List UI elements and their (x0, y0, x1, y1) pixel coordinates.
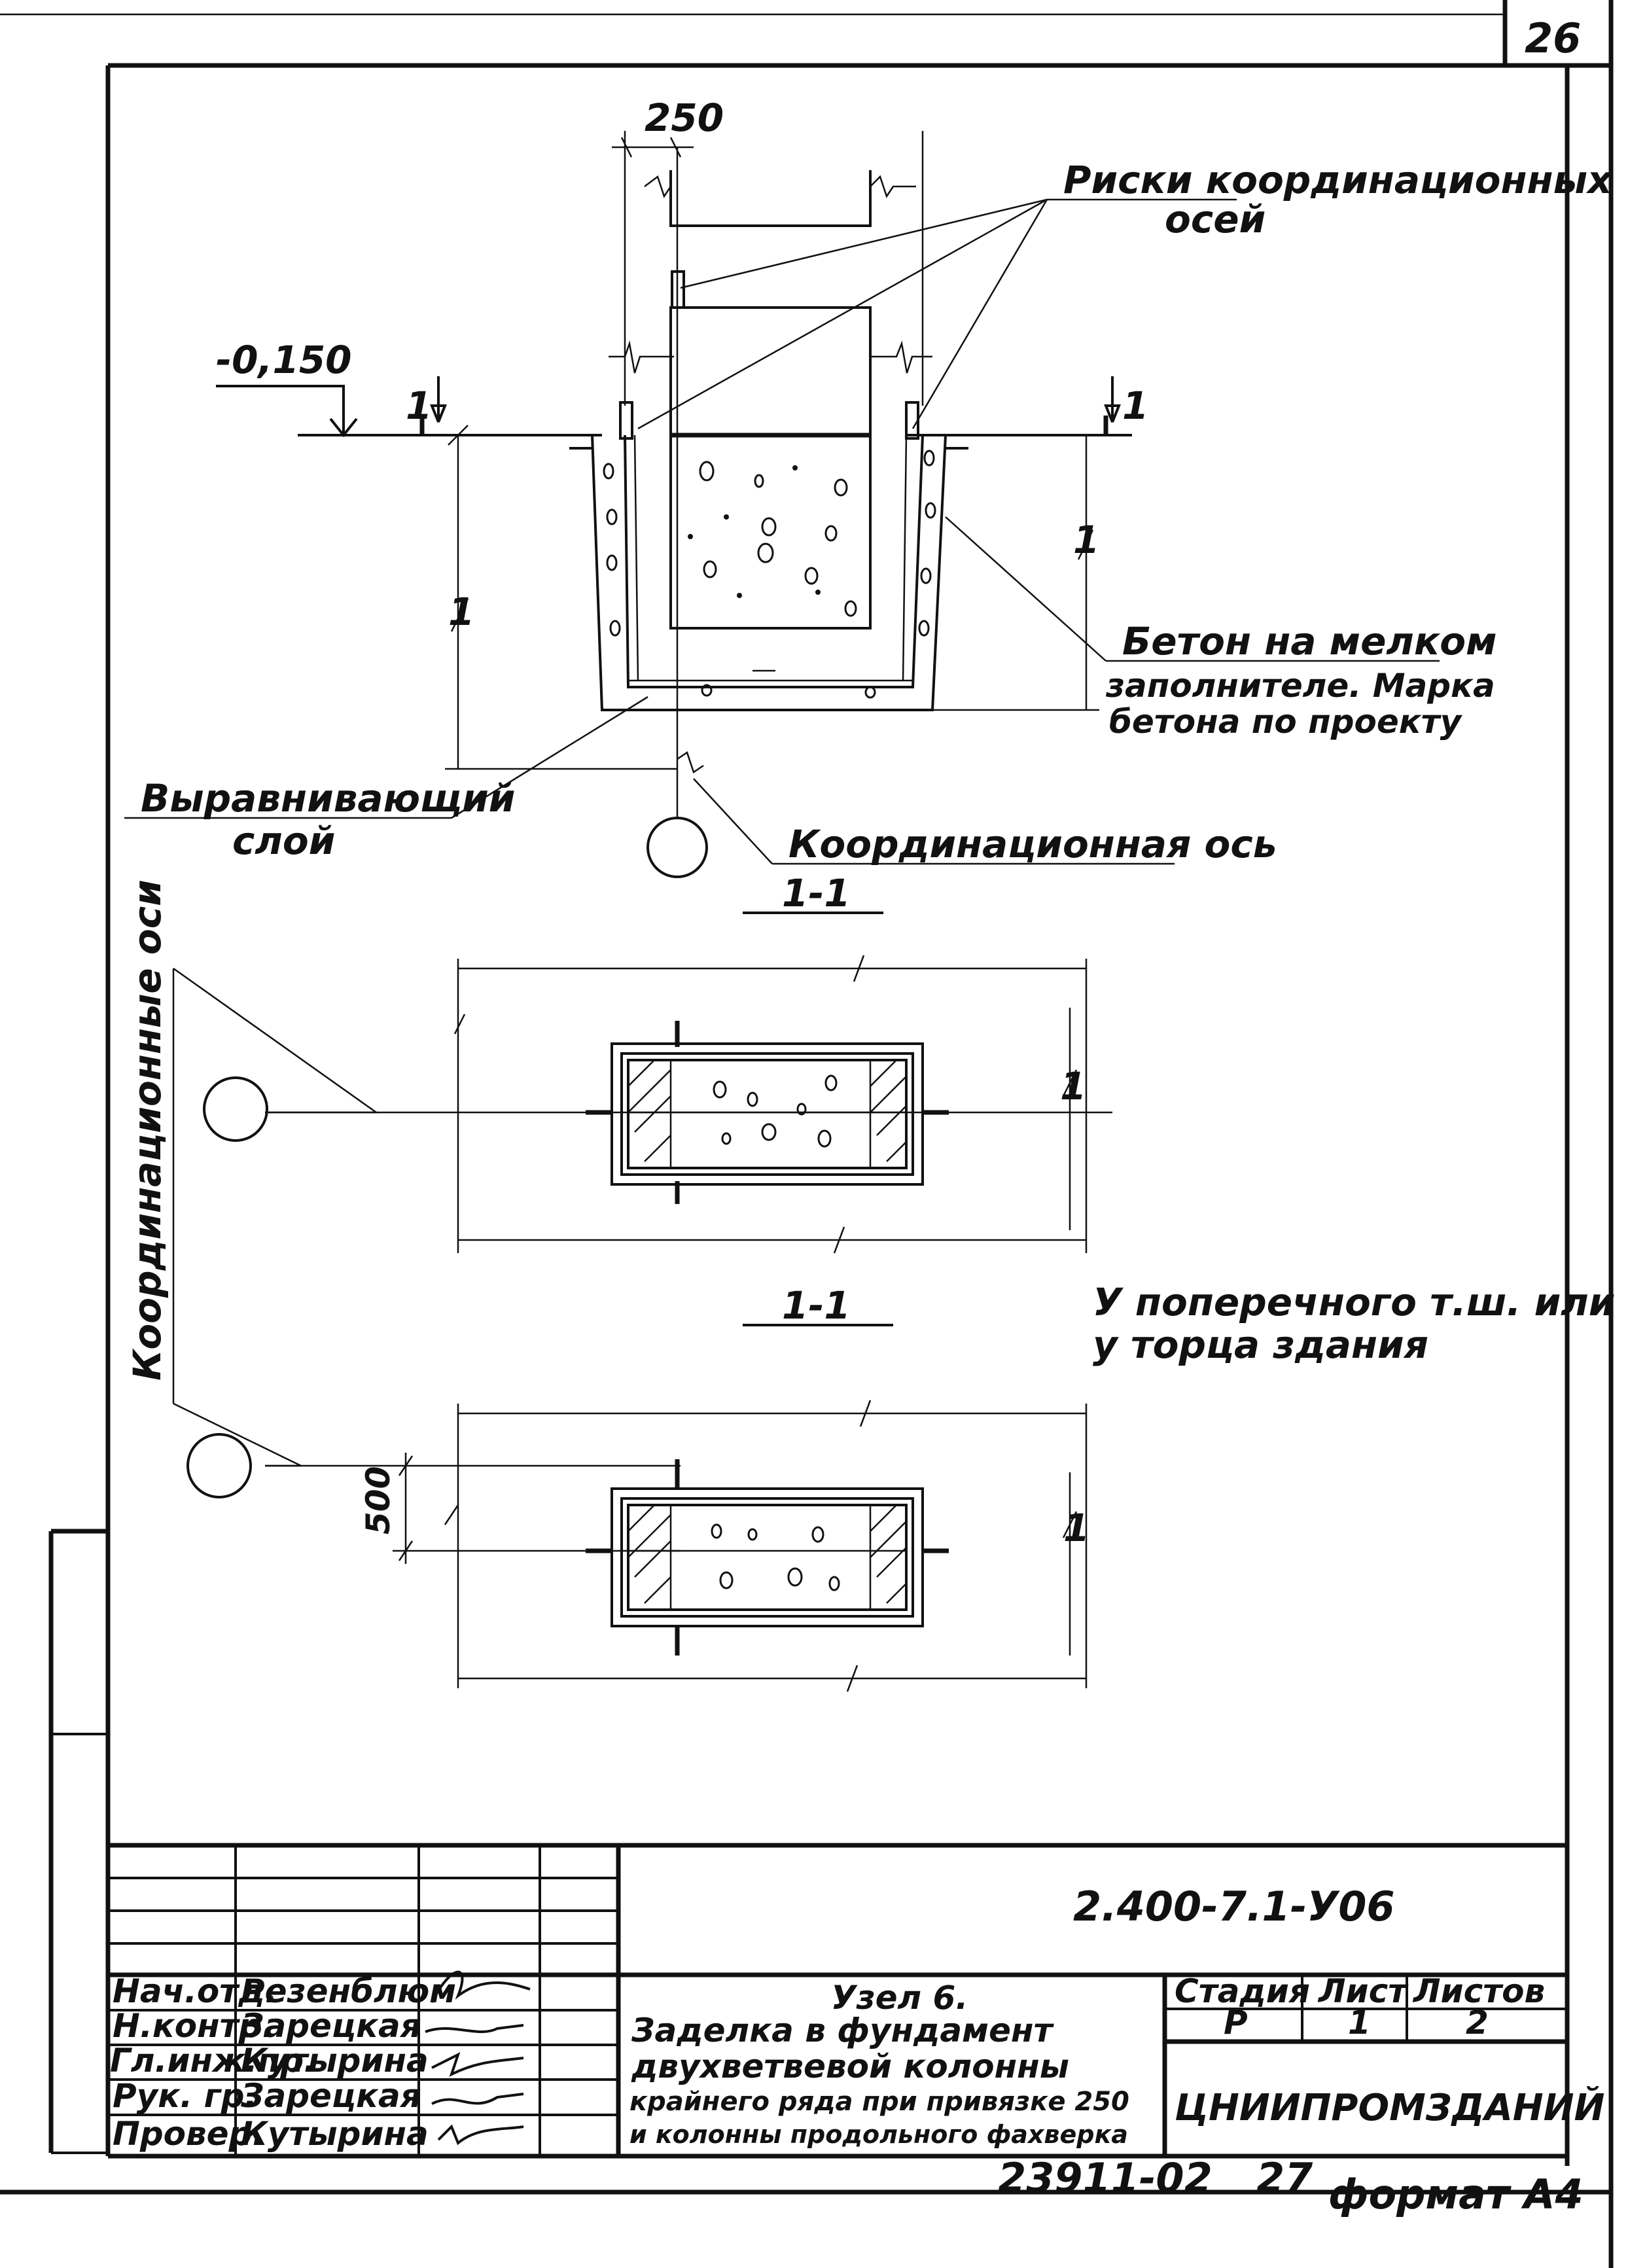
hdr-stage: Стадия (1175, 1972, 1310, 2010)
level-mark: -0,150 (216, 338, 352, 382)
bottom-code: 23911-02 (998, 2154, 1213, 2202)
role-2: Н.контр. (113, 2007, 274, 2045)
role-1: Нач.отд. (113, 1972, 277, 2010)
title-line-1: Узел 6. (831, 1979, 968, 2017)
label-concrete-3: бетона по проекту (1109, 703, 1463, 741)
cut-mark-left: 1 (406, 383, 432, 428)
concrete-fill (603, 450, 936, 699)
plan1-note-1: У поперечного т.ш. или (1093, 1280, 1615, 1324)
plan1-note-2: у торца здания (1093, 1322, 1428, 1367)
plan2-hatch (628, 1504, 907, 1604)
hdr-sheets: Листов (1412, 1972, 1545, 2010)
val-sheets: 2 (1466, 2004, 1489, 2042)
label-concrete-2: заполнителе. Марка (1105, 667, 1495, 705)
name-2: Зарецкая (240, 2007, 421, 2045)
plan-view-1 (265, 912, 1112, 1254)
title-block (108, 1843, 1567, 2159)
plan1-hatch (628, 1059, 907, 1162)
signatures (425, 1970, 531, 2146)
page-number: 26 (1525, 14, 1581, 62)
name-5: Кутырина (241, 2115, 429, 2153)
section-view (124, 131, 1440, 878)
cut-mark-right: 1 (1122, 383, 1148, 428)
side-label: Координационные оси (125, 879, 169, 1381)
val-sheet: 1 (1348, 2004, 1371, 2042)
hdr-sheet: Лист (1317, 1972, 1409, 2010)
role-5: Провер. (113, 2115, 264, 2153)
role-4: Рук. гр. (113, 2077, 257, 2115)
document-code: 2.400-7.1-У06 (1073, 1883, 1395, 1930)
dim-one-right: 1 (1073, 518, 1099, 562)
title-line-2: Заделка в фундамент (631, 2011, 1055, 2049)
name-4: Зарецкая (240, 2077, 421, 2115)
plan2-dim-one: 1 (1063, 1506, 1089, 1550)
name-3: Кутырина (241, 2042, 429, 2080)
dim-one-left: 1 (448, 590, 474, 634)
coord-axes-left (172, 967, 393, 1498)
label-leveling-1: Выравнивающий (141, 776, 515, 821)
plan-view-2 (393, 1324, 1088, 1692)
role-3: Гл.инж.пр. (110, 2042, 316, 2080)
format-label: формат А4 (1328, 2171, 1584, 2218)
label-risks-1: Риски координационных (1063, 158, 1613, 202)
sheet-frame (0, 0, 1614, 2268)
title-line-3: двухветвевой колонны (631, 2047, 1069, 2085)
val-stage: Р (1224, 2004, 1248, 2042)
organization: ЦНИИПРОМЗДАНИЙ (1175, 2086, 1604, 2129)
label-risks-2: осей (1165, 197, 1266, 241)
label-concrete-1: Бетон на мелком (1122, 619, 1497, 664)
label-leveling-2: слой (232, 819, 335, 863)
name-1: Резенблюм (241, 1972, 456, 2010)
bottom-num: 27 (1256, 2154, 1313, 2202)
plan2-dim-500: 500 (359, 1466, 397, 1534)
dim-250: 250 (645, 96, 724, 140)
plan2-title: 1-1 (782, 1283, 851, 1328)
plan1-dim-right: 1 (1060, 1064, 1086, 1108)
title-line-5: и колонны продольного фахверка (629, 2120, 1128, 2149)
plan1-title: 1-1 (782, 871, 851, 915)
title-line-4: крайнего ряда при привязке 250 (629, 2087, 1129, 2117)
label-coord-axis: Координационная ось (788, 822, 1277, 866)
